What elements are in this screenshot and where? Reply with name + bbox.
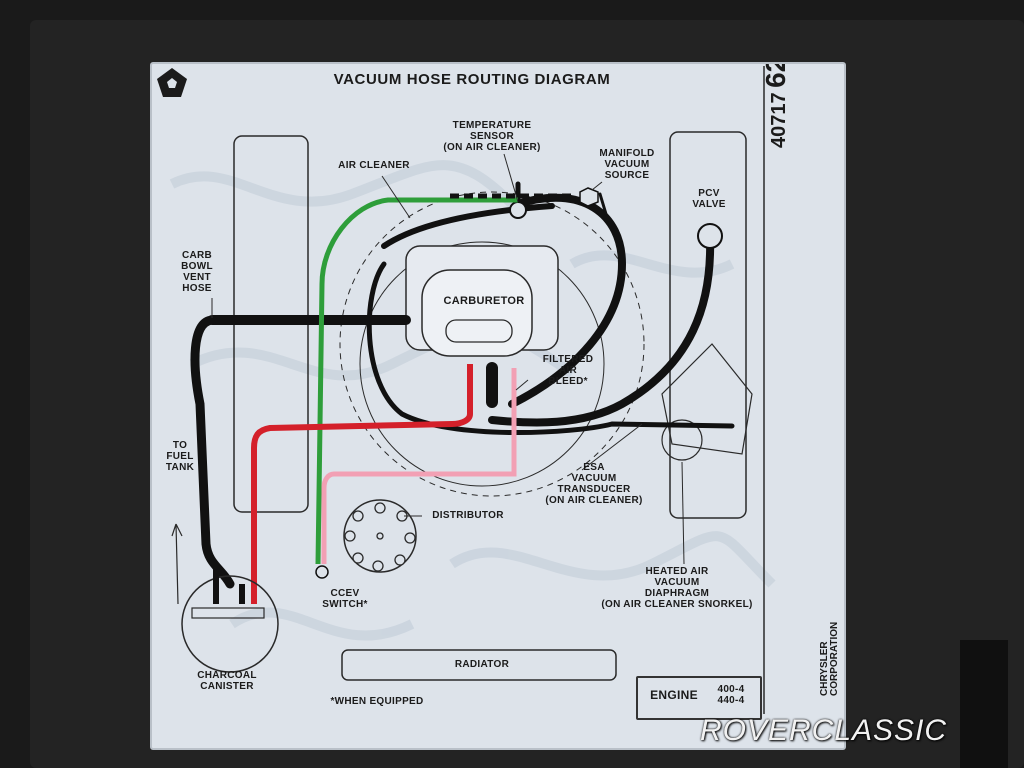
temperature-sensor-icon [509, 201, 527, 219]
label-when-equipped: *WHEN EQUIPPED [330, 696, 424, 707]
label-temperature-sensor: TEMPERATURE SENSOR (ON AIR CLEANER) [443, 120, 541, 153]
diagram-title: VACUUM HOSE ROUTING DIAGRAM [333, 71, 611, 88]
fuel-tank-arrow [171, 523, 183, 605]
part-number: 40717 62 [760, 62, 800, 148]
carburetor-lower-chamber [445, 319, 513, 343]
label-carb-bowl-vent-hose: CARB BOWL VENT HOSE [181, 250, 213, 294]
vacuum-hose-sticker: VACUUM HOSE ROUTING DIAGRAM TEMPERATURE … [150, 62, 846, 750]
snorkel-outline [661, 343, 753, 455]
label-radiator: RADIATOR [454, 659, 510, 670]
label-distributor: DISTRIBUTOR [432, 510, 504, 521]
label-charcoal-canister: CHARCOAL CANISTER [197, 670, 257, 692]
air-cleaner-inner-ring [359, 241, 605, 487]
hood-rail [960, 640, 1008, 768]
leader-lines [211, 153, 685, 565]
label-heated-air-vacuum-diaphragm: HEATED AIR VACUUM DIAPHRAGM (ON AIR CLEA… [601, 566, 753, 610]
manufacturer-name: CHRYSLER CORPORATION [819, 621, 840, 696]
part-number-prefix: 40717 [768, 92, 790, 148]
engine-box: ENGINE 400-4 440-4 [636, 676, 762, 720]
part-number-suffix: 62 [760, 62, 791, 88]
label-manifold-vacuum-source: MANIFOLD VACUUM SOURCE [599, 148, 655, 181]
manifold-fitting-icon [579, 187, 599, 207]
engine-label: ENGINE [650, 688, 698, 702]
ccev-switch-icon [315, 565, 329, 579]
watermark: ROVERCLASSIC [700, 714, 948, 747]
label-filtered-air-bleed: FILTERED AIR BLEED* [542, 354, 594, 387]
pentastar-logo-icon [157, 68, 187, 97]
carburetor-bowl [421, 269, 533, 357]
canister-top-plate [191, 607, 265, 619]
red-hose [251, 364, 473, 604]
air-cleaner-outline [339, 191, 645, 497]
label-carburetor: CARBURETOR [443, 295, 525, 307]
pcv-valve-icon [697, 223, 723, 249]
engine-values: 400-4 440-4 [717, 684, 745, 706]
distributor-terminals [344, 502, 416, 572]
right-fender-outline [669, 131, 747, 519]
black-hoses [190, 181, 735, 589]
label-esa-vacuum-transducer: ESA VACUUM TRANSDUCER (ON AIR CLEANER) [545, 462, 643, 506]
label-ccev-switch: CCEV SWITCH* [322, 588, 368, 610]
label-pcv-valve: PCV VALVE [692, 188, 726, 210]
charcoal-canister-icon [181, 575, 279, 673]
canister-ports [213, 564, 245, 604]
green-hose [315, 197, 518, 565]
radiator-icon [341, 649, 617, 681]
heated-air-diaphragm [661, 419, 703, 461]
routing-diagram-graphic [169, 66, 776, 714]
pink-hose [321, 368, 517, 564]
label-to-fuel-tank: TO FUEL TANK [165, 440, 195, 473]
label-air-cleaner: AIR CLEANER [338, 160, 410, 171]
distributor-icon [343, 499, 417, 573]
